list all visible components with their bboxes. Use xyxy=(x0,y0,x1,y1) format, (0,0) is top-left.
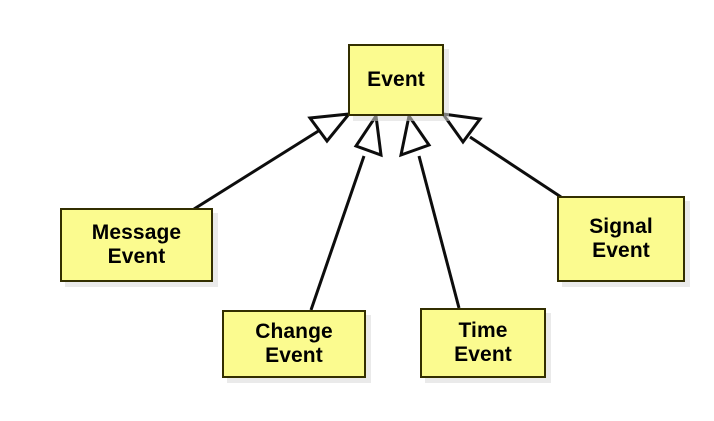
class-name-time-event: Time Event xyxy=(454,319,512,366)
class-name-event: Event xyxy=(367,68,425,92)
class-box-signal-event[interactable]: Signal Event xyxy=(557,196,685,282)
edge-time-event-to-event xyxy=(417,155,461,309)
class-name-message-event: Message Event xyxy=(91,221,182,268)
edge-message-event-to-event xyxy=(193,128,321,211)
class-name-signal-event: Signal Event xyxy=(589,215,653,262)
class-box-change-event[interactable]: Change Event xyxy=(222,310,366,378)
edge-signal-event-to-event xyxy=(469,135,562,199)
class-name-change-event: Change Event xyxy=(255,320,333,367)
arrowhead-change-event xyxy=(353,111,383,158)
class-box-event[interactable]: Event xyxy=(348,44,444,116)
arrowhead-signal-event xyxy=(439,112,483,145)
arrowhead-message-event xyxy=(307,112,353,144)
class-box-time-event[interactable]: Time Event xyxy=(420,308,546,378)
class-box-message-event[interactable]: Message Event xyxy=(60,208,213,282)
edge-change-event-to-event xyxy=(309,155,366,311)
arrowhead-time-event xyxy=(398,112,432,158)
